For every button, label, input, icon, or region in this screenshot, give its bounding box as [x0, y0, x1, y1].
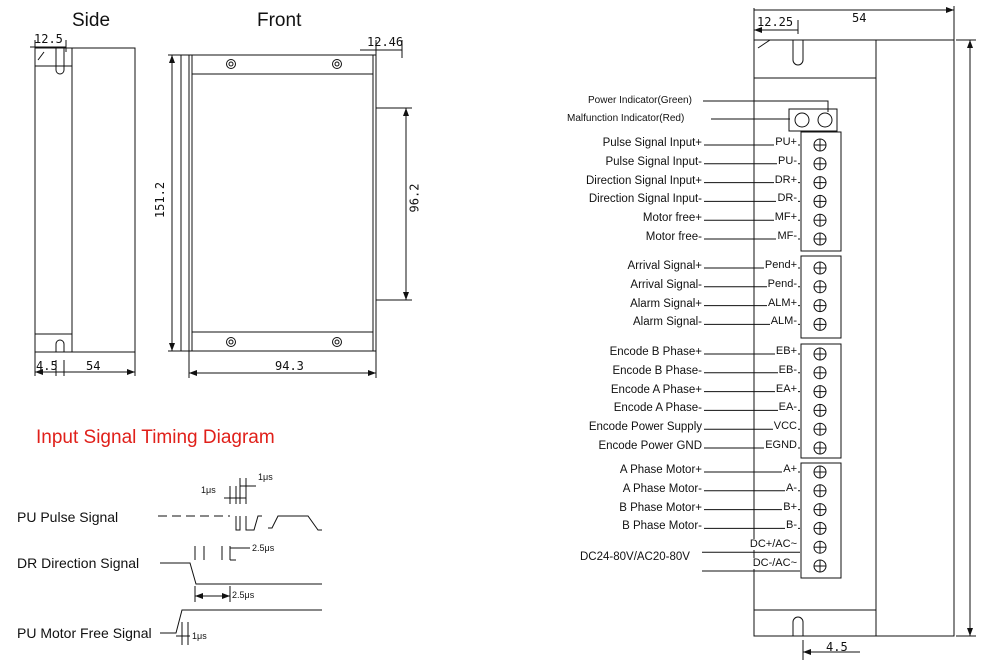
terminal-code: Pend-: [766, 277, 798, 290]
dim-side-bottom-left: 4.5: [36, 359, 58, 373]
terminal-function-label: A Phase Motor+: [619, 464, 702, 476]
front-view-title: Front: [257, 10, 302, 31]
terminal-code: DR+: [773, 173, 798, 186]
drive-wiring-view: [703, 6, 976, 660]
terminal-function-label: Encode Power GND: [598, 440, 702, 452]
dim-front-hole-span: 96.2: [407, 183, 422, 213]
dim-side-top: 12.5: [34, 32, 63, 46]
terminal-code: EGND: [764, 439, 798, 451]
timing-diagram-title: Input Signal Timing Diagram: [36, 427, 275, 448]
terminal-block-1: [800, 131, 842, 252]
dim-front-width: 94.3: [275, 359, 304, 373]
terminal-function-label: Pulse Signal Input+: [602, 137, 702, 149]
timing-annotation-5: 1μs: [192, 631, 207, 641]
terminal-code: B-: [785, 519, 798, 532]
terminal-function-label: Arrival Signal+: [627, 260, 702, 272]
terminal-function-label: Encode Power Supply: [588, 421, 702, 434]
terminal-code: DR-: [776, 192, 798, 205]
terminal-function-label: Arrival Signal-: [630, 278, 702, 291]
timing-diagram: [158, 478, 322, 645]
terminal-function-label: Direction Signal Input+: [585, 174, 702, 187]
side-view-title: Side: [72, 10, 111, 31]
front-outline: [188, 54, 377, 352]
timing-annotation-1: 1μs: [201, 485, 216, 495]
terminal-function-label: Alarm Signal-: [632, 316, 702, 329]
signal-label-direction: DR Direction Signal: [17, 555, 140, 571]
side-outline: [34, 47, 136, 353]
signal-label-motor-free: PU Motor Free Signal: [17, 625, 152, 641]
terminal-code: EB+: [774, 345, 798, 357]
terminal-function-label: Pulse Signal Input-: [605, 155, 702, 168]
timing-annotation-3: 2.5μs: [252, 543, 275, 553]
terminal-function-label: Motor free+: [642, 212, 702, 225]
terminal-code: B+: [782, 500, 798, 513]
terminal-function-label: B Phase Motor-: [622, 520, 702, 533]
terminal-block-2: [800, 255, 842, 339]
dim-right-top-offset: 12.25: [757, 15, 794, 29]
dim-side-bottom-width: 54: [86, 359, 101, 373]
terminal-function-label: Encode B Phase+: [609, 346, 702, 358]
terminal-code: PU-: [777, 154, 798, 167]
dim-right-bottom: 4.5: [826, 640, 848, 654]
timing-annotation-2: 1μs: [258, 472, 273, 482]
side-view: [30, 40, 136, 376]
terminal-code: A+: [782, 463, 798, 475]
terminal-code: EB-: [777, 363, 798, 376]
terminal-code: MF-: [776, 230, 798, 242]
drive-body-outline: [753, 39, 955, 637]
terminal-function-label: Encode A Phase-: [613, 402, 702, 415]
terminal-code: ALM-: [769, 315, 798, 328]
terminal-function-label: Encode B Phase-: [612, 364, 702, 377]
terminal-code: MF+: [773, 211, 798, 224]
terminal-code: EA-: [777, 401, 798, 414]
dim-front-height: 151.2: [153, 181, 168, 219]
terminal-function-label: Direction Signal Input-: [588, 193, 702, 206]
terminal-function-label: B Phase Motor+: [619, 501, 702, 514]
terminal-code: ALM+: [766, 296, 798, 309]
terminal-code: EA+: [774, 382, 798, 395]
terminal-code: A-: [785, 481, 798, 494]
indicator-label-malfunction: Malfunction Indicator(Red): [567, 113, 685, 124]
terminal-code: VCC: [772, 420, 798, 433]
terminal-code: DC+/AC~: [748, 538, 798, 551]
dim-right-top-width: 54: [852, 11, 867, 25]
terminal-code: PU+: [774, 136, 798, 148]
power-supply-label: DC24-80V/AC20-80V: [580, 551, 690, 563]
terminal-code: DC-/AC~: [751, 557, 798, 569]
terminal-function-label: Encode A Phase+: [610, 383, 702, 396]
signal-label-pulse: PU Pulse Signal: [17, 509, 119, 525]
terminal-code: Pend+: [763, 259, 798, 271]
dim-front-top-right: 12.46: [367, 35, 404, 49]
terminal-block-4: [800, 462, 842, 579]
terminal-function-label: Alarm Signal+: [630, 297, 702, 310]
terminal-function-label: A Phase Motor-: [622, 482, 702, 495]
front-view: [168, 40, 412, 378]
indicator-label-power: Power Indicator(Green): [588, 95, 692, 106]
terminal-function-label: Motor free-: [645, 231, 702, 243]
terminal-block-3: [800, 343, 842, 459]
timing-annotation-4: 2.5μs: [232, 590, 255, 600]
